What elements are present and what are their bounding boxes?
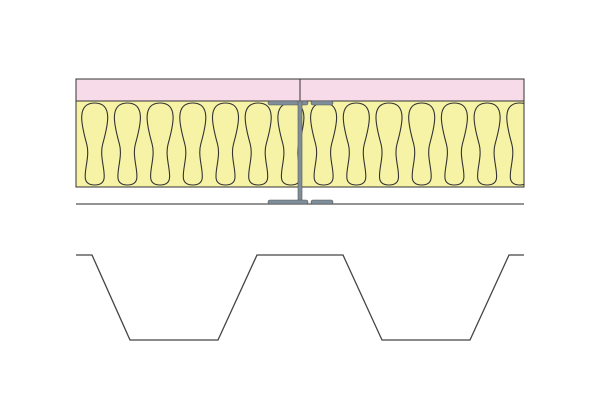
insulation-loop	[277, 102, 305, 186]
insulation-loop	[179, 102, 207, 186]
insulation-loop	[342, 102, 370, 186]
insulation-loop	[539, 103, 565, 185]
corrugated-profile	[76, 254, 524, 341]
insulation-loop	[211, 102, 240, 186]
insulation-loop	[81, 102, 109, 186]
insulation-loop	[506, 102, 524, 186]
insulation-loop	[244, 102, 272, 186]
insulation-loop	[113, 102, 141, 186]
insulation-loop	[408, 102, 436, 186]
steel-i-stud-icon	[267, 100, 334, 205]
insulation-loop	[310, 102, 338, 186]
insulation-loop	[440, 102, 468, 186]
insulation-loops	[49, 102, 565, 186]
insulation-loop	[473, 102, 501, 186]
insulation-loop	[49, 103, 75, 185]
insulation-loop	[375, 102, 403, 186]
insulation-loop	[146, 102, 174, 186]
